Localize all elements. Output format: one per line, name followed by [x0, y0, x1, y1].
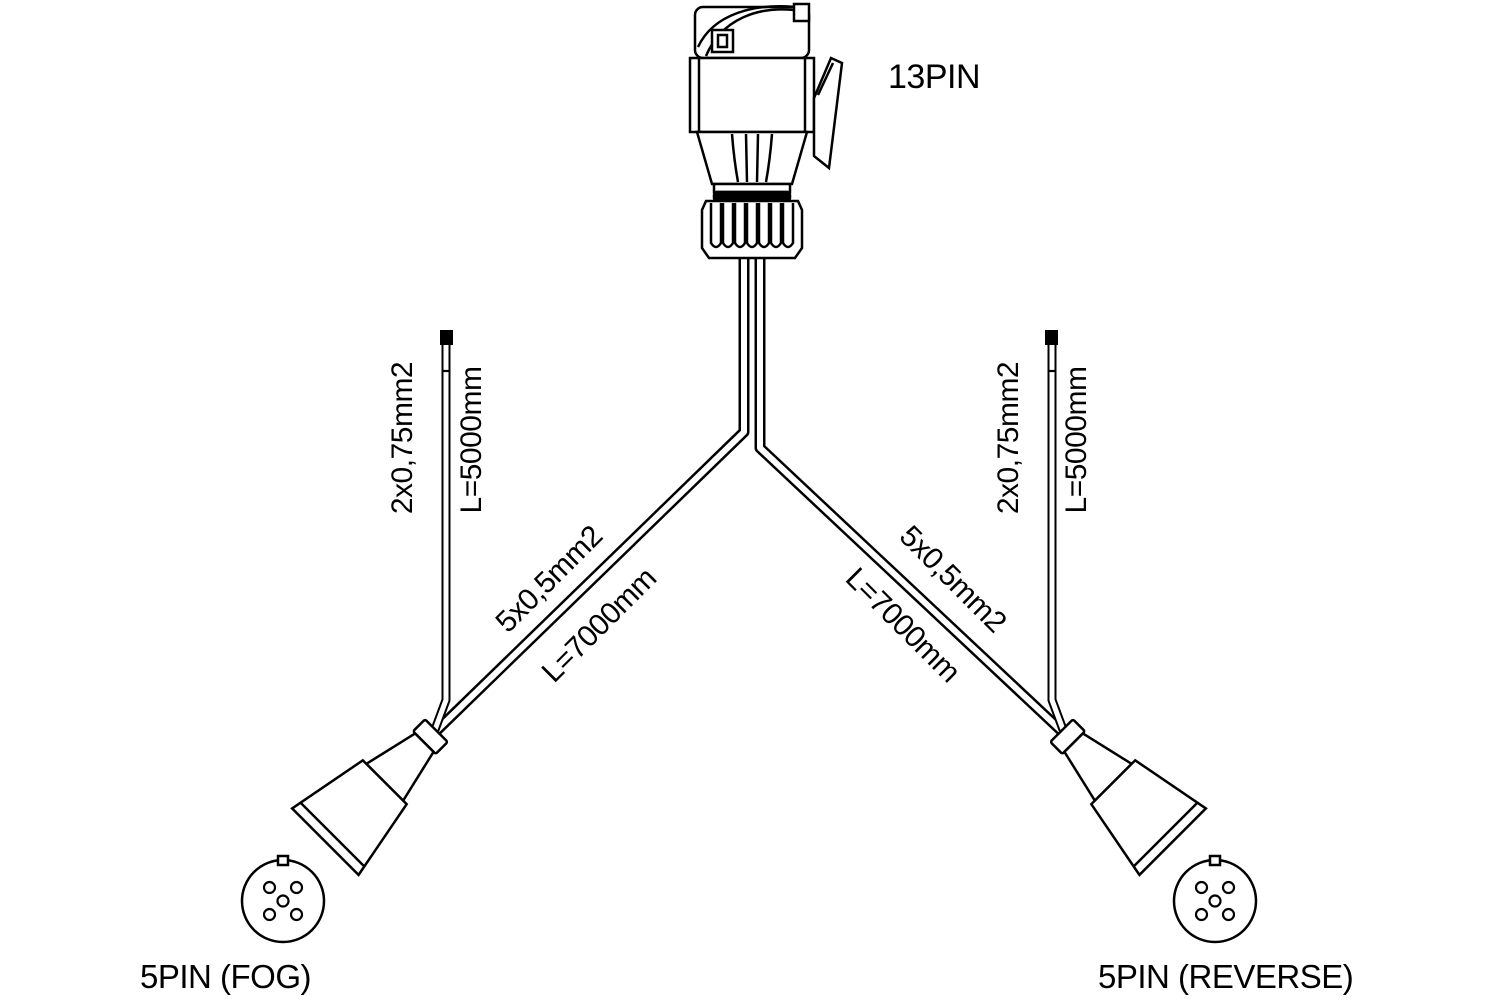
cable-left-core — [427, 254, 747, 740]
reverse-pin-center — [1208, 894, 1222, 908]
13pin-oring — [712, 190, 792, 203]
branch-wire-left — [428, 330, 453, 737]
reverse-face-notch — [1208, 854, 1222, 867]
label-left-branch-spec: 2x0,75mm2 — [386, 362, 419, 514]
branch-wire-right-tip — [1045, 330, 1058, 345]
branch-wire-right — [1045, 330, 1070, 737]
label-right-branch-length: L=5000mm — [1060, 367, 1093, 514]
fog-boot-rim-line — [299, 801, 366, 868]
label-left-branch-length: L=5000mm — [455, 367, 488, 514]
connector-13pin — [688, 2, 844, 260]
reverse-boot-large-cone — [1089, 758, 1208, 877]
branch-wire-left-tip — [440, 330, 453, 345]
13pin-taper — [695, 130, 809, 186]
cable-right — [754, 254, 1072, 742]
reverse-pin-tr — [1221, 880, 1236, 895]
label-5pin-fog: 5PIN (FOG) — [140, 958, 311, 995]
13pin-taper-line-right — [764, 133, 774, 183]
reverse-boot-rim-line — [1132, 801, 1199, 868]
connector-5pin-reverse-boot — [1049, 718, 1208, 877]
fog-boot-large-cone — [290, 758, 409, 877]
label-right-branch-spec: 2x0,75mm2 — [992, 362, 1025, 514]
fog-pin-center — [276, 894, 290, 908]
13pin-gland-nut — [700, 199, 804, 260]
face-5pin-reverse — [1172, 854, 1258, 944]
13pin-taper-line-c1 — [744, 133, 749, 183]
fog-pin-tr — [289, 880, 304, 895]
fog-pin-tl — [262, 880, 277, 895]
13pin-cap-hinge — [792, 2, 811, 23]
13pin-mount-plate — [812, 56, 844, 171]
reverse-pin-br — [1221, 907, 1236, 922]
branch-wire-right-core — [1049, 342, 1068, 736]
connector-5pin-fog-boot — [290, 718, 449, 877]
13pin-body — [688, 56, 816, 134]
13pin-cap-latch-inner — [716, 33, 729, 49]
fog-pin-br — [289, 907, 304, 922]
cable-left — [426, 254, 750, 741]
cable-right-core — [757, 254, 1071, 740]
label-13pin: 13PIN — [888, 58, 980, 96]
13pin-mount-plate-edge — [816, 62, 835, 96]
fog-pin-bl — [262, 907, 277, 922]
reverse-pin-tl — [1194, 880, 1209, 895]
13pin-cap-strap-2 — [696, 4, 807, 48]
13pin-taper-line-c2 — [755, 133, 760, 183]
13pin-gland-ribs — [709, 203, 795, 249]
label-5pin-reverse: 5PIN (REVERSE) — [1098, 958, 1353, 995]
branch-wire-left-core — [430, 342, 449, 736]
face-5pin-fog — [240, 854, 326, 944]
13pin-taper-line-left — [730, 133, 740, 183]
fog-face-notch — [276, 854, 290, 867]
reverse-pin-bl — [1194, 907, 1209, 922]
